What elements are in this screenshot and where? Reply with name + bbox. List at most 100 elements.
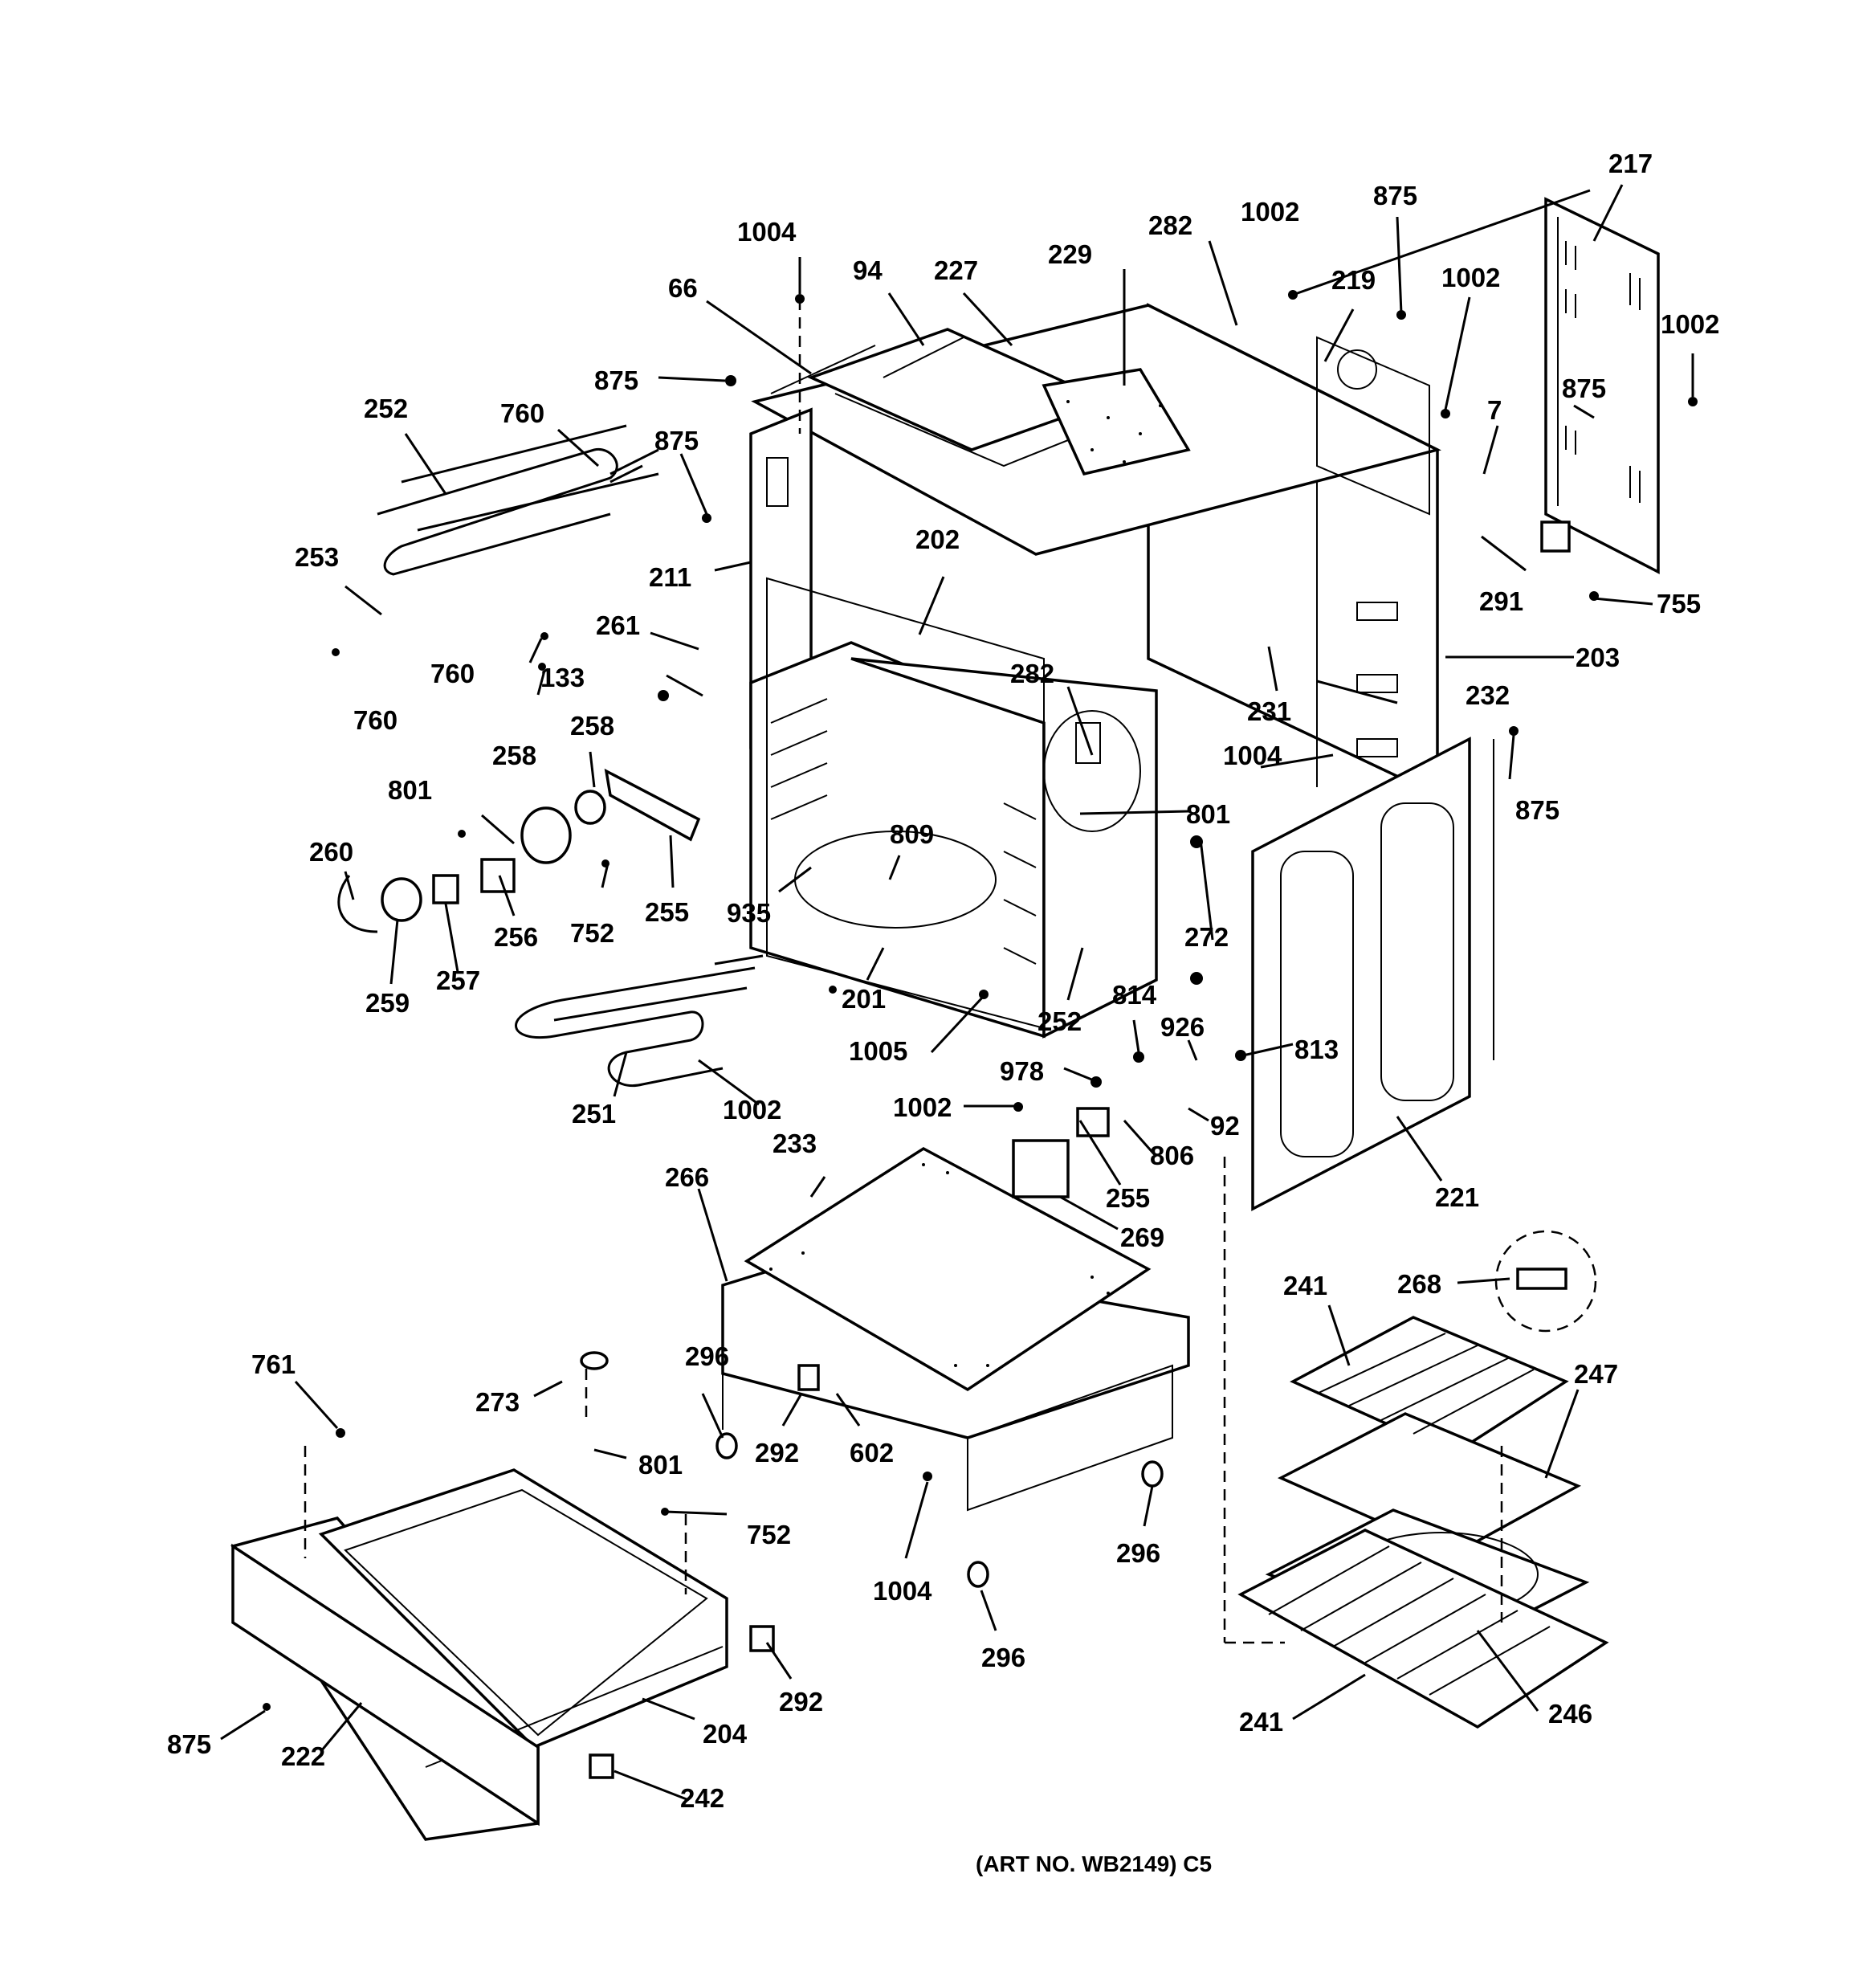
fasteners <box>263 290 1698 1779</box>
callout-241: 241 <box>1239 1707 1283 1737</box>
callout-203: 203 <box>1576 643 1620 672</box>
back-panel-217 <box>1540 197 1660 574</box>
leader-lines <box>220 184 1694 1801</box>
callout-92: 92 <box>1210 1111 1240 1141</box>
callout-296: 296 <box>685 1341 729 1371</box>
callout-257: 257 <box>436 965 480 995</box>
heat-shield-233 <box>744 1146 1152 1392</box>
oven-frame-202 <box>766 577 1045 1030</box>
callout-1002: 1002 <box>723 1095 781 1125</box>
storage-drawer-204 <box>230 1468 728 1841</box>
assembly-guide-lines <box>304 299 1503 1644</box>
callout-241: 241 <box>1283 1271 1327 1300</box>
callout-247: 247 <box>1574 1359 1618 1389</box>
callout-268: 268 <box>1397 1269 1441 1299</box>
oven-light-assembly <box>337 768 701 933</box>
callout-1002: 1002 <box>1441 263 1500 292</box>
callout-273: 273 <box>475 1387 520 1417</box>
insulation-229 <box>1042 368 1191 476</box>
callout-813: 813 <box>1294 1035 1339 1064</box>
callout-211: 211 <box>649 562 691 592</box>
callout-761: 761 <box>251 1349 296 1379</box>
callout-602: 602 <box>850 1438 894 1468</box>
callout-219: 219 <box>1331 265 1376 295</box>
callout-266: 266 <box>665 1162 709 1192</box>
callout-282: 282 <box>1010 659 1054 688</box>
bake-element-251 <box>515 954 764 1088</box>
art-number-caption: (ART NO. WB2149) C5 <box>976 1851 1212 1876</box>
callout-760: 760 <box>353 705 397 735</box>
callout-1002: 1002 <box>1241 197 1299 227</box>
callout-251: 251 <box>572 1099 616 1129</box>
callout-1004: 1004 <box>873 1576 932 1606</box>
callout-801: 801 <box>638 1450 683 1480</box>
callout-752: 752 <box>570 918 614 948</box>
callout-202: 202 <box>915 525 960 554</box>
part-drawings <box>230 197 1698 1841</box>
oven-door-221 <box>1251 737 1494 1211</box>
callout-806: 806 <box>1150 1141 1194 1170</box>
callout-258: 258 <box>570 711 614 741</box>
broil-element-252 <box>377 424 659 576</box>
callout-292: 292 <box>779 1687 823 1717</box>
callout-222: 222 <box>281 1741 325 1771</box>
callout-253: 253 <box>295 542 339 572</box>
callout-809: 809 <box>890 819 934 849</box>
callout-233: 233 <box>773 1129 817 1158</box>
callout-259: 259 <box>365 988 410 1018</box>
callout-292: 292 <box>755 1438 799 1468</box>
oven-cavity-201 <box>749 641 1158 1039</box>
callout-291: 291 <box>1479 586 1523 616</box>
callout-978: 978 <box>1000 1056 1044 1086</box>
callout-255: 255 <box>645 897 689 927</box>
callout-217: 217 <box>1608 149 1653 178</box>
callout-260: 260 <box>309 837 353 867</box>
callout-221: 221 <box>1435 1182 1479 1212</box>
callout-801: 801 <box>1186 799 1230 829</box>
callout-269: 269 <box>1120 1223 1164 1252</box>
callout-labels: 217 1002 875 282 229 1004 94 227 66 219 … <box>167 149 1719 1813</box>
callout-272: 272 <box>1184 922 1229 952</box>
callout-755: 755 <box>1657 589 1701 618</box>
callout-1004: 1004 <box>737 217 797 247</box>
callout-252: 252 <box>1037 1006 1082 1036</box>
callout-760: 760 <box>500 398 544 428</box>
callout-875: 875 <box>654 426 699 455</box>
callout-246: 246 <box>1548 1699 1592 1729</box>
callout-760: 760 <box>430 659 475 688</box>
callout-926: 926 <box>1160 1012 1205 1042</box>
callout-1005: 1005 <box>849 1036 907 1066</box>
detail-circle-268 <box>1494 1230 1597 1333</box>
callout-875: 875 <box>1373 181 1417 210</box>
callout-231: 231 <box>1247 696 1291 726</box>
callout-801: 801 <box>388 775 432 805</box>
callout-875: 875 <box>167 1729 211 1759</box>
callout-814: 814 <box>1112 980 1157 1010</box>
callout-229: 229 <box>1048 239 1092 269</box>
callout-232: 232 <box>1466 680 1510 710</box>
callout-7: 7 <box>1487 395 1502 425</box>
callout-66: 66 <box>668 273 698 303</box>
callout-201: 201 <box>842 984 886 1014</box>
callout-242: 242 <box>680 1783 724 1813</box>
callout-296: 296 <box>1116 1538 1160 1568</box>
callout-875: 875 <box>1562 374 1606 403</box>
callout-204: 204 <box>703 1719 748 1749</box>
callout-255: 255 <box>1106 1183 1150 1213</box>
callout-252: 252 <box>364 394 408 423</box>
callout-296: 296 <box>981 1643 1025 1672</box>
callout-258: 258 <box>492 741 536 770</box>
callout-1002: 1002 <box>1661 309 1719 339</box>
callout-752: 752 <box>747 1520 791 1549</box>
callout-133: 133 <box>540 663 585 692</box>
callout-1004: 1004 <box>1223 741 1282 770</box>
callout-875: 875 <box>1515 795 1559 825</box>
callout-94: 94 <box>853 255 883 285</box>
callout-256: 256 <box>494 922 538 952</box>
callout-935: 935 <box>727 898 771 928</box>
oven-racks <box>1237 1316 1609 1729</box>
callout-1002: 1002 <box>893 1092 952 1122</box>
callout-261: 261 <box>596 610 640 640</box>
callout-282: 282 <box>1148 210 1192 240</box>
